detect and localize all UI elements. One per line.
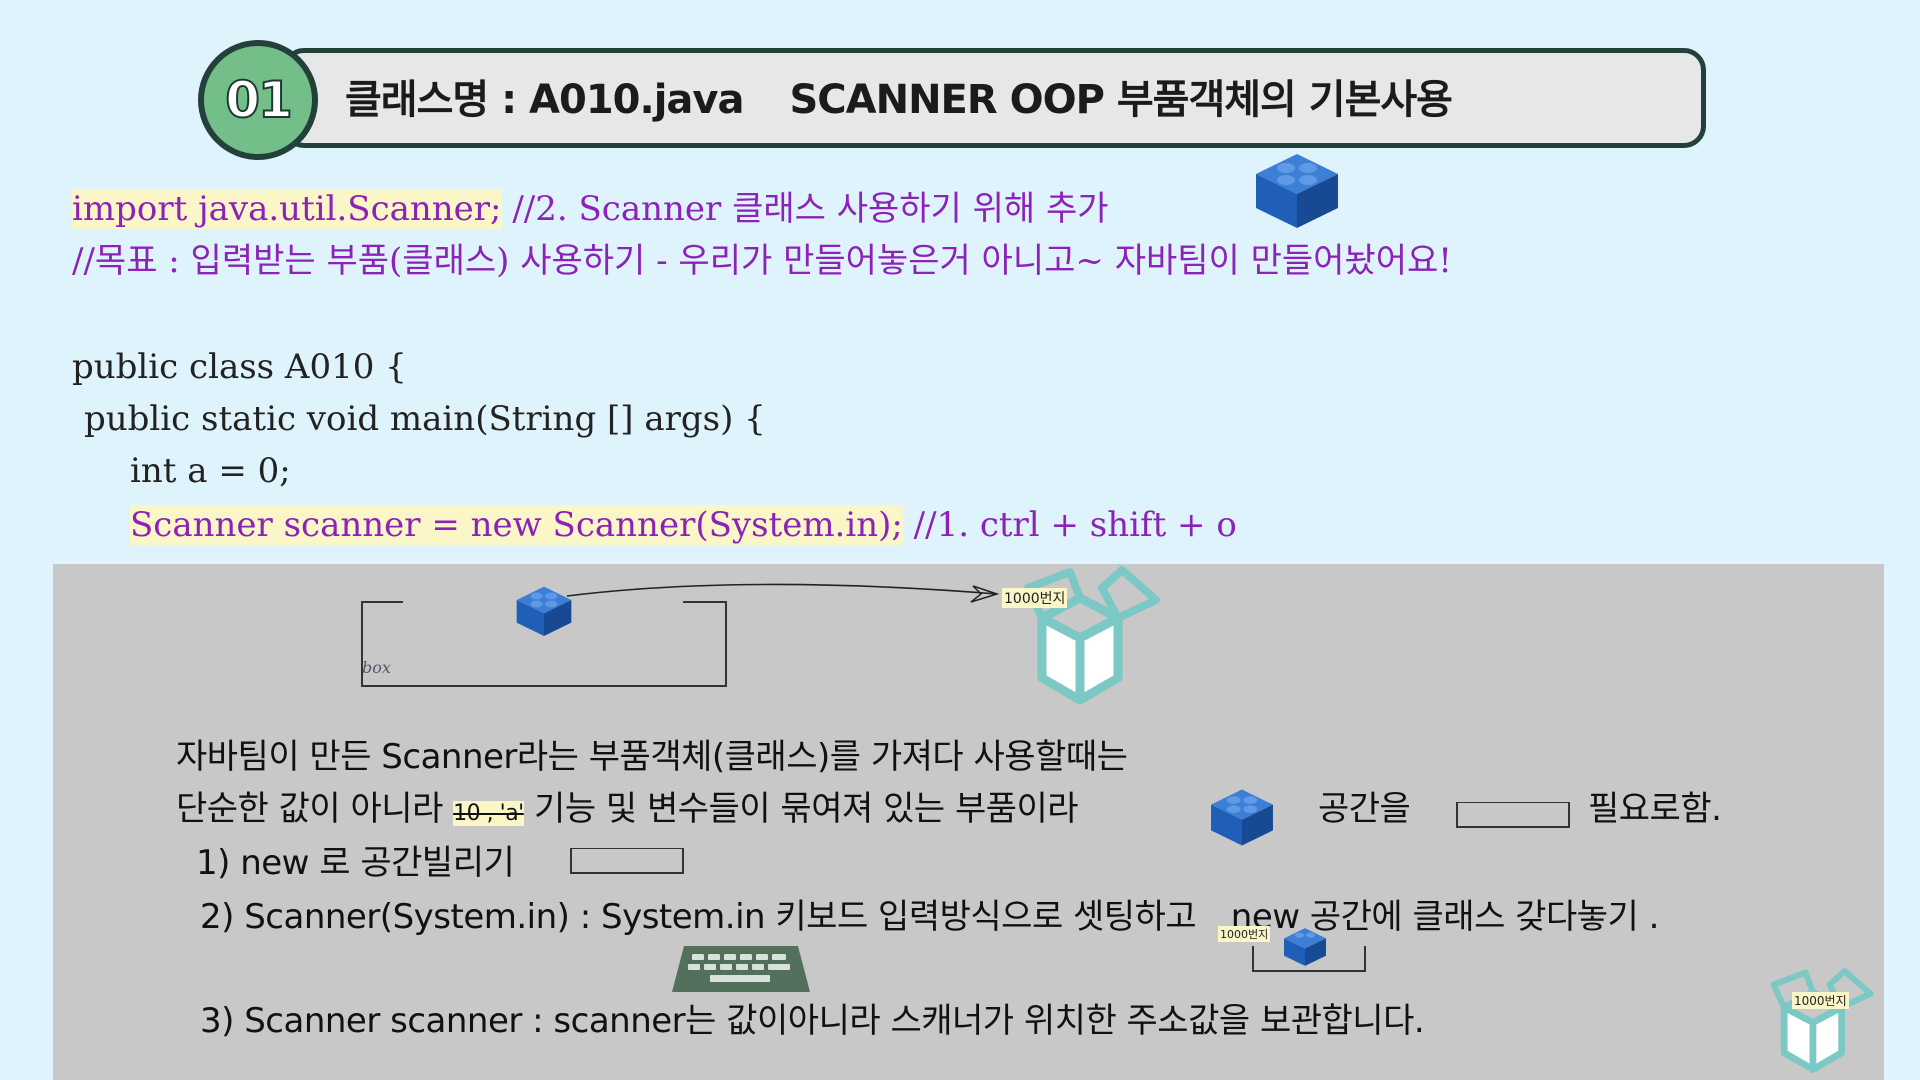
explain-line-2b: 기능 및 변수들이 묶여져 있는 부품이라 [534, 789, 1079, 829]
lego-brick-icon [1211, 789, 1273, 846]
lego-brick-icon [516, 586, 572, 636]
address-label-small: 1000번지 [1218, 926, 1271, 942]
space-box-small [1456, 802, 1570, 828]
scanner-line: Scanner scanner = new Scanner(System.in)… [130, 502, 1237, 548]
goal-comment: //목표 : 입력받는 부품(클래스) 사용하기 - 우리가 만들어놓은거 아니… [72, 241, 1452, 281]
main-declaration: public static void main(String [] args) … [84, 399, 766, 439]
scanner-declaration: Scanner scanner = new Scanner(System.in)… [130, 505, 903, 545]
lego-brick-icon [1284, 928, 1326, 966]
address-label: 1000번지 [1002, 588, 1068, 608]
explanation-panel [53, 564, 1884, 1080]
pointer-arrow [566, 583, 1000, 603]
struck-values: 10 , 'a' [453, 801, 524, 826]
scanner-comment: //1. ctrl + shift + o [913, 505, 1237, 545]
step-2: 2) Scanner(System.in) : System.in 키보드 입력… [200, 894, 1659, 940]
title-subtitle: SCANNER OOP 부품객체의 기본사용 [789, 77, 1453, 123]
step-1: 1) new 로 공간빌리기 [196, 843, 515, 883]
step-2a: 2) Scanner(System.in) : System.in 키보드 입력… [200, 897, 1197, 937]
import-statement: import java.util.Scanner; [72, 189, 502, 229]
box-label: box [362, 658, 391, 677]
space-box-step2 [1252, 946, 1366, 972]
open-box-icon [1770, 968, 1874, 1073]
step-3: 3) Scanner scanner : scanner는 값이아니라 스캐너가… [200, 1001, 1425, 1041]
import-line: import java.util.Scanner; //2. Scanner 클… [72, 186, 1109, 232]
address-label-corner: 1000번지 [1792, 992, 1849, 1009]
explain-line-2: 단순한 값이 아니라 10 , 'a' 기능 및 변수들이 묶여져 있는 부품이… [176, 786, 1079, 837]
explain-line-2a: 단순한 값이 아니라 [176, 789, 443, 829]
keyboard-icon [672, 946, 810, 992]
title-main: 클래스명 : A010.java [345, 77, 744, 123]
explain-space: 공간을 [1318, 789, 1411, 829]
explain-needed: 필요로함. [1588, 789, 1722, 829]
title-bar [282, 48, 1706, 148]
number-badge: 01 [198, 40, 318, 160]
explain-line-1: 자바팀이 만든 Scanner라는 부품객체(클래스)를 가져다 사용할때는 [176, 737, 1128, 777]
class-declaration: public class A010 { [72, 347, 407, 387]
page-title: 클래스명 : A010.java SCANNER OOP 부품객체의 기본사용 [345, 68, 1453, 132]
lego-brick-icon [1256, 154, 1338, 228]
int-declaration: int a = 0; [130, 451, 291, 491]
import-comment: //2. Scanner 클래스 사용하기 위해 추가 [512, 189, 1109, 229]
space-box-step1 [570, 848, 684, 874]
